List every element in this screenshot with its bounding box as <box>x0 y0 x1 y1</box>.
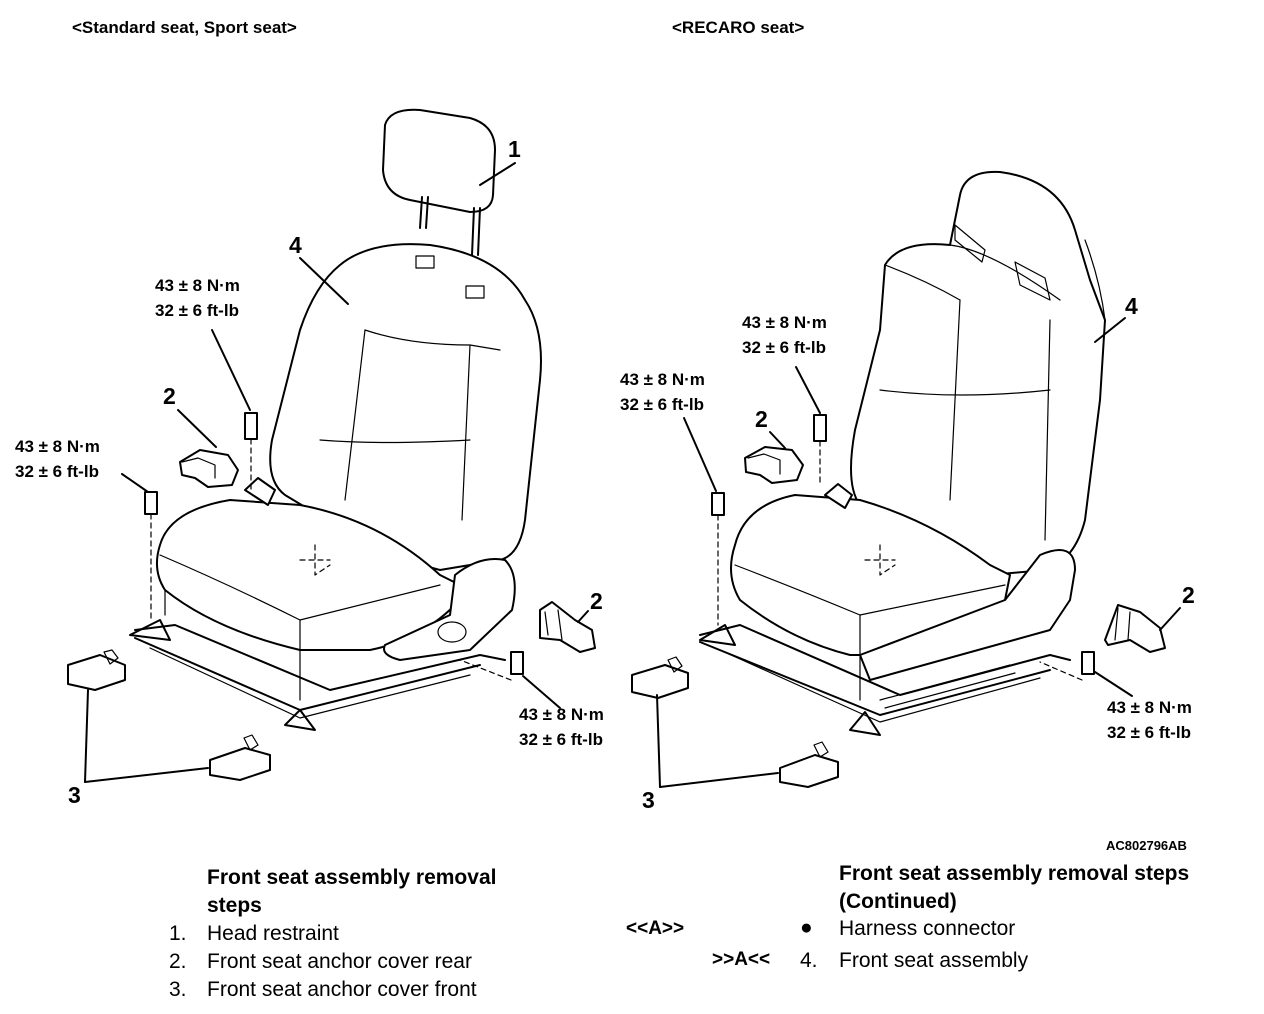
step-item-3: 3. Front seat anchor cover front <box>169 976 477 1004</box>
bolts-left <box>144 412 524 681</box>
callout-2-left-front: 2 <box>590 588 603 614</box>
steps-title-line1: Front seat assembly removal <box>207 866 497 889</box>
leaders-right <box>656 317 1181 788</box>
step-item-2: 2. Front seat anchor cover rear <box>169 948 472 976</box>
torque-nm: 43 ± 8 N·m <box>155 276 240 295</box>
step-label: Front seat anchor cover rear <box>207 950 472 973</box>
anchor-cover-front-left <box>67 649 271 781</box>
steps-title-line1: Front seat assembly removal steps <box>839 862 1190 885</box>
torque-nm: 43 ± 8 N·m <box>15 437 100 456</box>
torque-spec-right-side: 43 ± 8 N·m 32 ± 6 ft-lb <box>620 367 705 417</box>
steps-title-line2: steps <box>207 894 262 917</box>
steps-title-line2: (Continued) <box>839 890 957 913</box>
step-item-front-seat: Front seat assembly <box>839 949 1029 972</box>
torque-ftlb: 32 ± 6 ft-lb <box>620 395 704 414</box>
standard-seat-drawing <box>129 108 542 731</box>
torque-ftlb: 32 ± 6 ft-lb <box>1107 723 1191 742</box>
callout-4-right: 4 <box>1125 293 1138 319</box>
leaders-left <box>84 162 589 783</box>
torque-nm: 43 ± 8 N·m <box>742 313 827 332</box>
steps-left-title: Front seat assembly removal steps <box>207 864 496 920</box>
recaro-seat-heading: <RECARO seat> <box>672 18 805 37</box>
callout-1: 1 <box>508 136 521 162</box>
step-number: 1. <box>169 922 187 945</box>
torque-ftlb: 32 ± 6 ft-lb <box>519 730 603 749</box>
torque-ftlb: 32 ± 6 ft-lb <box>15 462 99 481</box>
standard-seat-heading: <Standard seat, Sport seat> <box>72 18 297 37</box>
bolts-right <box>711 414 1095 681</box>
callout-4-left: 4 <box>289 232 302 258</box>
step-number-4: 4. <box>800 949 818 972</box>
anchor-cover-rear-left <box>179 449 239 488</box>
torque-nm: 43 ± 8 N·m <box>1107 698 1192 717</box>
torque-nm: 43 ± 8 N·m <box>620 370 705 389</box>
callout-2-right-front: 2 <box>1182 582 1195 608</box>
head-restraint <box>382 108 496 256</box>
figure-code: AC802796AB <box>1106 838 1187 853</box>
torque-spec-left-side: 43 ± 8 N·m 32 ± 6 ft-lb <box>15 434 100 484</box>
step-number: 2. <box>169 950 187 973</box>
torque-ftlb: 32 ± 6 ft-lb <box>742 338 826 357</box>
steps-right-title: Front seat assembly removal steps (Conti… <box>839 860 1189 916</box>
callout-2-right-rear: 2 <box>755 406 768 432</box>
anchor-cover-rear-right <box>744 446 1166 653</box>
step-ref-a-upper: >>A<< <box>712 949 771 970</box>
bullet-icon: ● <box>800 916 813 939</box>
torque-spec-left-top: 43 ± 8 N·m 32 ± 6 ft-lb <box>155 273 240 323</box>
step-label: Head restraint <box>207 922 339 945</box>
torque-spec-left-front: 43 ± 8 N·m 32 ± 6 ft-lb <box>519 702 604 752</box>
anchor-cover-rear-left-2 <box>539 601 596 653</box>
callout-2-left-rear: 2 <box>163 383 176 409</box>
callout-3-left: 3 <box>68 782 81 808</box>
step-item-harness: Harness connector <box>839 917 1016 940</box>
step-label: Front seat anchor cover front <box>207 978 477 1001</box>
step-ref-a-lower: <<A>> <box>626 918 685 939</box>
torque-nm: 43 ± 8 N·m <box>519 705 604 724</box>
torque-spec-right-top: 43 ± 8 N·m 32 ± 6 ft-lb <box>742 310 827 360</box>
callout-3-right: 3 <box>642 787 655 813</box>
anchor-cover-front-right <box>631 656 839 788</box>
torque-spec-right-front: 43 ± 8 N·m 32 ± 6 ft-lb <box>1107 695 1192 745</box>
step-item-1: 1. Head restraint <box>169 920 339 948</box>
recaro-seat-drawing <box>699 170 1106 736</box>
step-number: 3. <box>169 978 187 1001</box>
torque-ftlb: 32 ± 6 ft-lb <box>155 301 239 320</box>
